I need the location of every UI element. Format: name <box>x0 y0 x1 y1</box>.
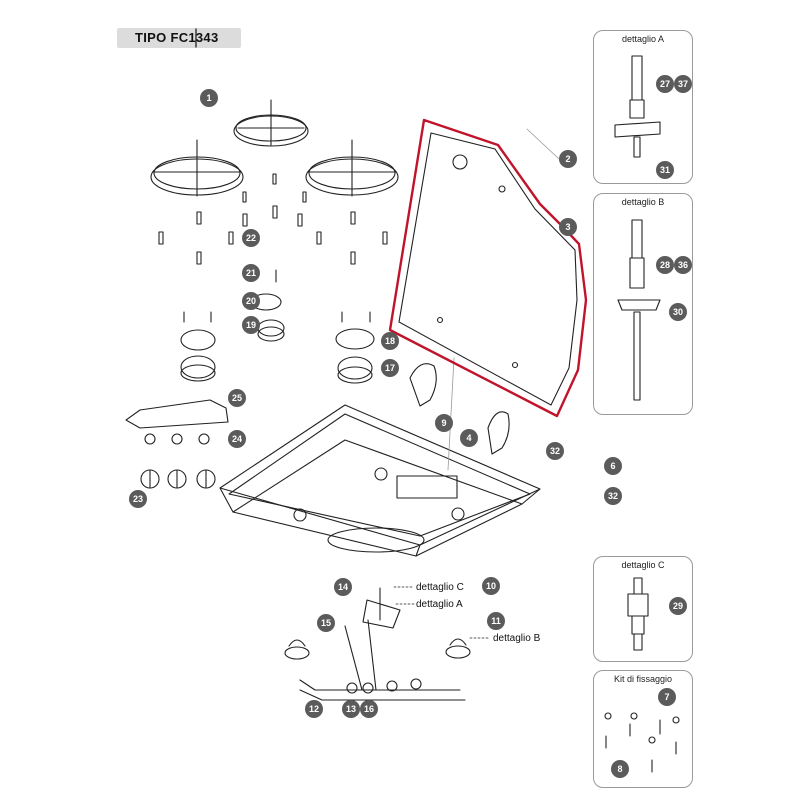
callout-28: 28 <box>656 256 674 274</box>
callout-9: 9 <box>435 414 453 432</box>
pan-support-left <box>150 139 244 197</box>
callout-19: 19 <box>242 316 260 334</box>
callout-7: 7 <box>658 688 676 706</box>
model-title: TIPO FC1343 <box>135 30 219 45</box>
callout-27: 27 <box>656 75 674 93</box>
callout-23: 23 <box>129 490 147 508</box>
fixing-kit-title: Kit di fissaggio <box>613 674 673 684</box>
detail-b-pointer-label: dettaglio B <box>493 633 541 644</box>
callout-32-upper: 32 <box>546 442 564 460</box>
detail-c-nozzle <box>627 577 649 651</box>
callout-20: 20 <box>242 292 260 310</box>
callout-21: 21 <box>242 264 260 282</box>
callout-24: 24 <box>228 430 246 448</box>
callout-12: 12 <box>305 700 323 718</box>
callout-36: 36 <box>674 256 692 274</box>
callout-25: 25 <box>228 389 246 407</box>
detail-b-electrode <box>617 219 661 401</box>
fixing-kit-screws <box>604 712 680 773</box>
callout-31: 31 <box>656 161 674 179</box>
callout-3: 3 <box>559 218 577 236</box>
callout-10: 10 <box>482 577 500 595</box>
callout-4: 4 <box>460 429 478 447</box>
callout-16: 16 <box>360 700 378 718</box>
callout-11: 11 <box>487 612 505 630</box>
callout-37: 37 <box>674 75 692 93</box>
callout-18: 18 <box>381 332 399 350</box>
callout-2: 2 <box>559 150 577 168</box>
callout-1: 1 <box>200 89 218 107</box>
detail-a-thermocouple <box>614 55 661 158</box>
detail-a-panel: dettaglio A <box>593 30 693 184</box>
pan-support-top <box>233 99 309 147</box>
pan-support-right <box>305 139 399 197</box>
callout-13: 13 <box>342 700 360 718</box>
callout-6: 6 <box>604 457 622 475</box>
detail-a-title: dettaglio A <box>621 34 665 44</box>
callout-17: 17 <box>381 359 399 377</box>
callout-32-lower: 32 <box>604 487 622 505</box>
callout-15: 15 <box>317 614 335 632</box>
callout-8: 8 <box>611 760 629 778</box>
callout-29: 29 <box>669 597 687 615</box>
glass-lid <box>398 132 578 406</box>
detail-a-pointer-label: dettaglio A <box>416 599 463 610</box>
detail-b-panel: dettaglio B <box>593 193 693 415</box>
callout-14: 14 <box>334 578 352 596</box>
detail-c-title: dettaglio C <box>621 560 665 570</box>
callout-22: 22 <box>242 229 260 247</box>
glass-lid-highlight <box>388 118 588 418</box>
detail-c-pointer-label: dettaglio C <box>416 582 464 593</box>
model-title-tag <box>117 28 241 48</box>
callout-30: 30 <box>669 303 687 321</box>
rubber-feet <box>158 173 388 265</box>
fixing-kit-panel: Kit di fissaggio <box>593 670 693 788</box>
hob-tray <box>219 404 541 557</box>
detail-b-title: dettaglio B <box>621 197 665 207</box>
gas-pipework <box>284 587 471 701</box>
